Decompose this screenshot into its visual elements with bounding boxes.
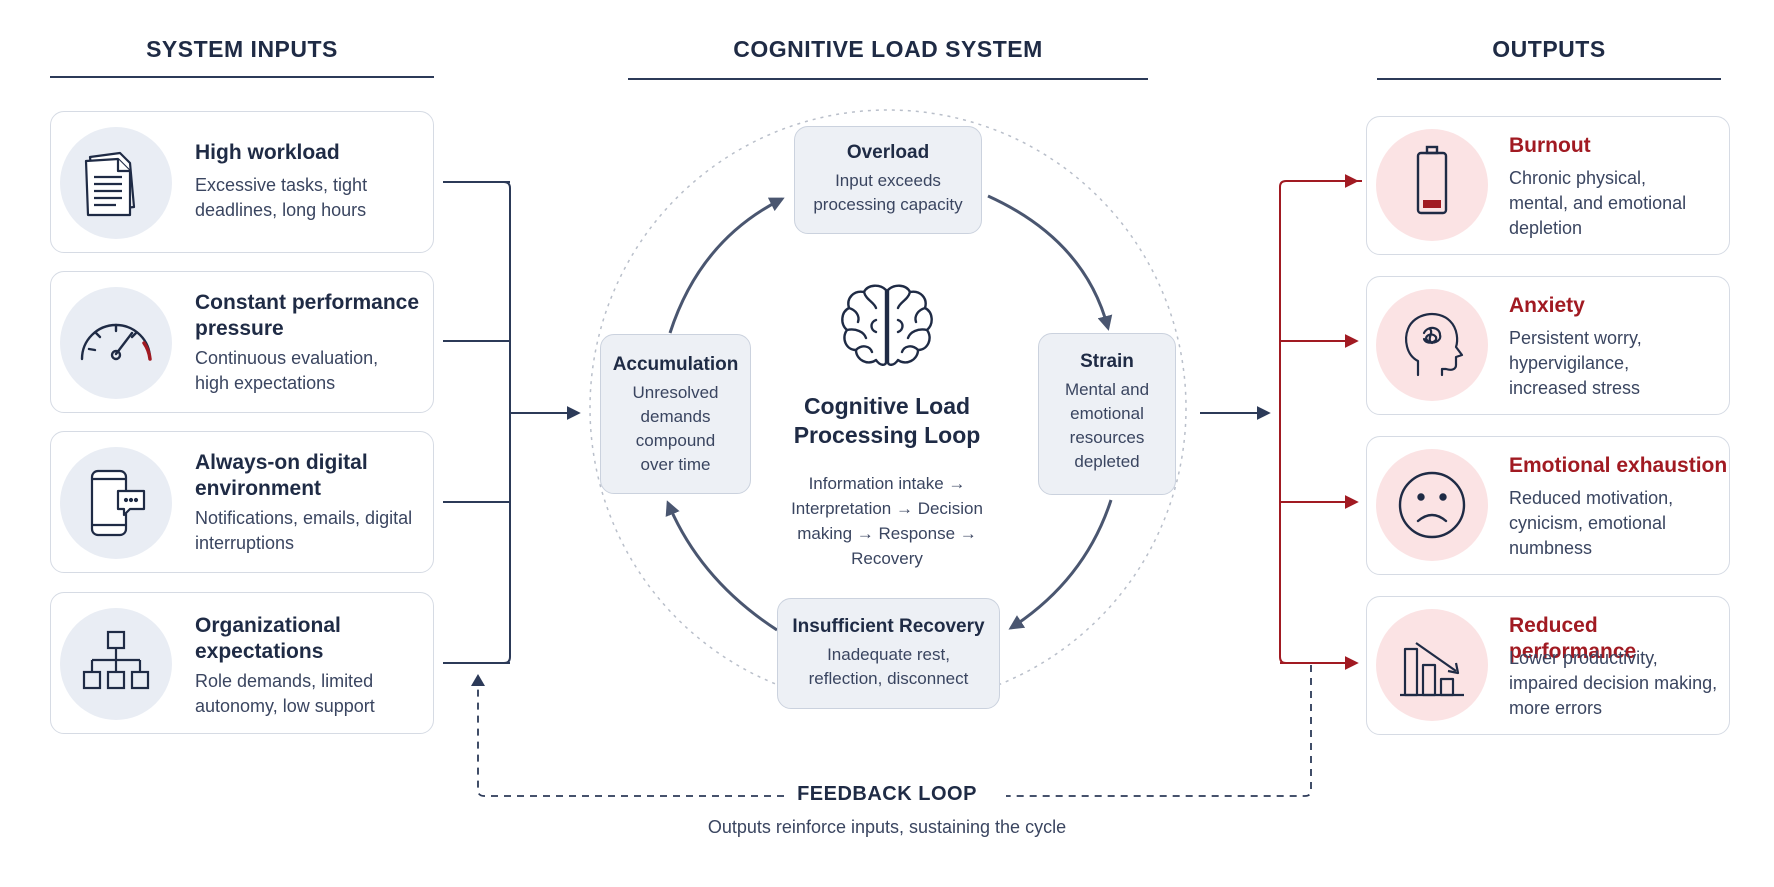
phone-chat-icon bbox=[60, 447, 172, 559]
node-title: Insufficient Recovery bbox=[792, 616, 985, 637]
outputs-title-rule bbox=[1377, 78, 1721, 80]
input-card-performance-pressure: Constant performance pressure Continuous… bbox=[50, 271, 434, 413]
system-column-title: COGNITIVE LOAD SYSTEM bbox=[733, 36, 1043, 62]
outputs-column-title: OUTPUTS bbox=[1492, 36, 1606, 62]
inputs-bracket bbox=[443, 181, 581, 664]
inputs-title-rule bbox=[50, 76, 434, 78]
feedback-loop-title: FEEDBACK LOOP bbox=[797, 783, 977, 805]
input-card-digital-environment: Always-on digital environment Notificati… bbox=[50, 431, 434, 573]
input-card-high-workload: High workload Excessive tasks, tight dea… bbox=[50, 111, 434, 253]
output-description: Lower productivity, impaired decision ma… bbox=[1509, 648, 1718, 718]
output-title: Emotional exhaustion bbox=[1509, 454, 1728, 477]
brain-icon bbox=[841, 284, 933, 366]
center-title: Cognitive Load Processing Loop bbox=[793, 393, 981, 448]
low-battery-icon bbox=[1376, 129, 1488, 241]
feedback-arrowhead bbox=[471, 674, 485, 686]
output-title: Burnout bbox=[1509, 134, 1591, 157]
node-title: Accumulation bbox=[612, 354, 739, 375]
anxious-head-icon bbox=[1376, 289, 1488, 401]
outputs-bracket bbox=[1279, 174, 1362, 670]
node-title: Strain bbox=[1080, 351, 1134, 372]
node-description: Input exceeds processing capacity bbox=[813, 171, 963, 214]
output-description: Reduced motivation, cynicism, emotional … bbox=[1509, 488, 1674, 558]
input-description: Excessive tasks, tight deadlines, long h… bbox=[195, 175, 368, 220]
input-title: Always-on digital environment bbox=[195, 451, 368, 500]
loop-node-insufficient-recovery: Insufficient Recovery Inadequate rest, r… bbox=[777, 598, 1000, 709]
input-description: Continuous evaluation, high expectations bbox=[195, 348, 379, 393]
feedback-loop-description: Outputs reinforce inputs, sustaining the… bbox=[707, 817, 1067, 837]
feedback-loop-line bbox=[477, 665, 1312, 797]
org-chart-icon bbox=[60, 608, 172, 720]
output-description: Persistent worry, hypervigilance, increa… bbox=[1509, 328, 1642, 398]
node-description: Mental and emotional resources depleted bbox=[1064, 380, 1150, 471]
input-description: Role demands, limited autonomy, low supp… bbox=[195, 671, 375, 716]
node-description: Inadequate rest, reflection, disconnect bbox=[808, 645, 969, 688]
system-boundary-circle bbox=[589, 109, 1187, 707]
output-card-anxiety: Anxiety Persistent worry, hypervigilance… bbox=[1366, 276, 1730, 415]
inputs-column-title: SYSTEM INPUTS bbox=[146, 36, 338, 62]
loop-node-strain: Strain Mental and emotional resources de… bbox=[1038, 333, 1176, 495]
output-description: Chronic physical, mental, and emotional … bbox=[1509, 168, 1687, 238]
input-description: Notifications, emails, digital interrupt… bbox=[195, 508, 413, 553]
system-title-rule bbox=[628, 78, 1148, 80]
center-description: Information intake → Interpretation → De… bbox=[791, 474, 983, 568]
input-card-organizational-expectations: Organizational expectations Role demands… bbox=[50, 592, 434, 734]
input-title: Constant performance pressure bbox=[195, 291, 420, 340]
processing-loop-arrows bbox=[665, 194, 1113, 632]
loop-node-accumulation: Accumulation Unresolved demands compound… bbox=[600, 334, 751, 494]
declining-bars-icon bbox=[1376, 609, 1488, 721]
output-card-emotional-exhaustion: Emotional exhaustion Reduced motivation,… bbox=[1366, 436, 1730, 575]
output-title: Anxiety bbox=[1509, 294, 1585, 317]
node-title: Overload bbox=[846, 142, 930, 163]
sad-face-icon bbox=[1376, 449, 1488, 561]
documents-icon bbox=[60, 127, 172, 239]
output-title: Reduced performance bbox=[1509, 614, 1637, 663]
loop-node-overload: Overload Input exceeds processing capaci… bbox=[794, 126, 982, 234]
output-card-reduced-performance: Reduced performance Lower productivity, … bbox=[1366, 596, 1730, 735]
input-title: High workload bbox=[195, 141, 340, 164]
input-title: Organizational expectations bbox=[195, 614, 341, 663]
output-card-burnout: Burnout Chronic physical, mental, and em… bbox=[1366, 116, 1730, 255]
node-description: Unresolved demands compound over time bbox=[632, 383, 719, 474]
gauge-icon bbox=[60, 287, 172, 399]
